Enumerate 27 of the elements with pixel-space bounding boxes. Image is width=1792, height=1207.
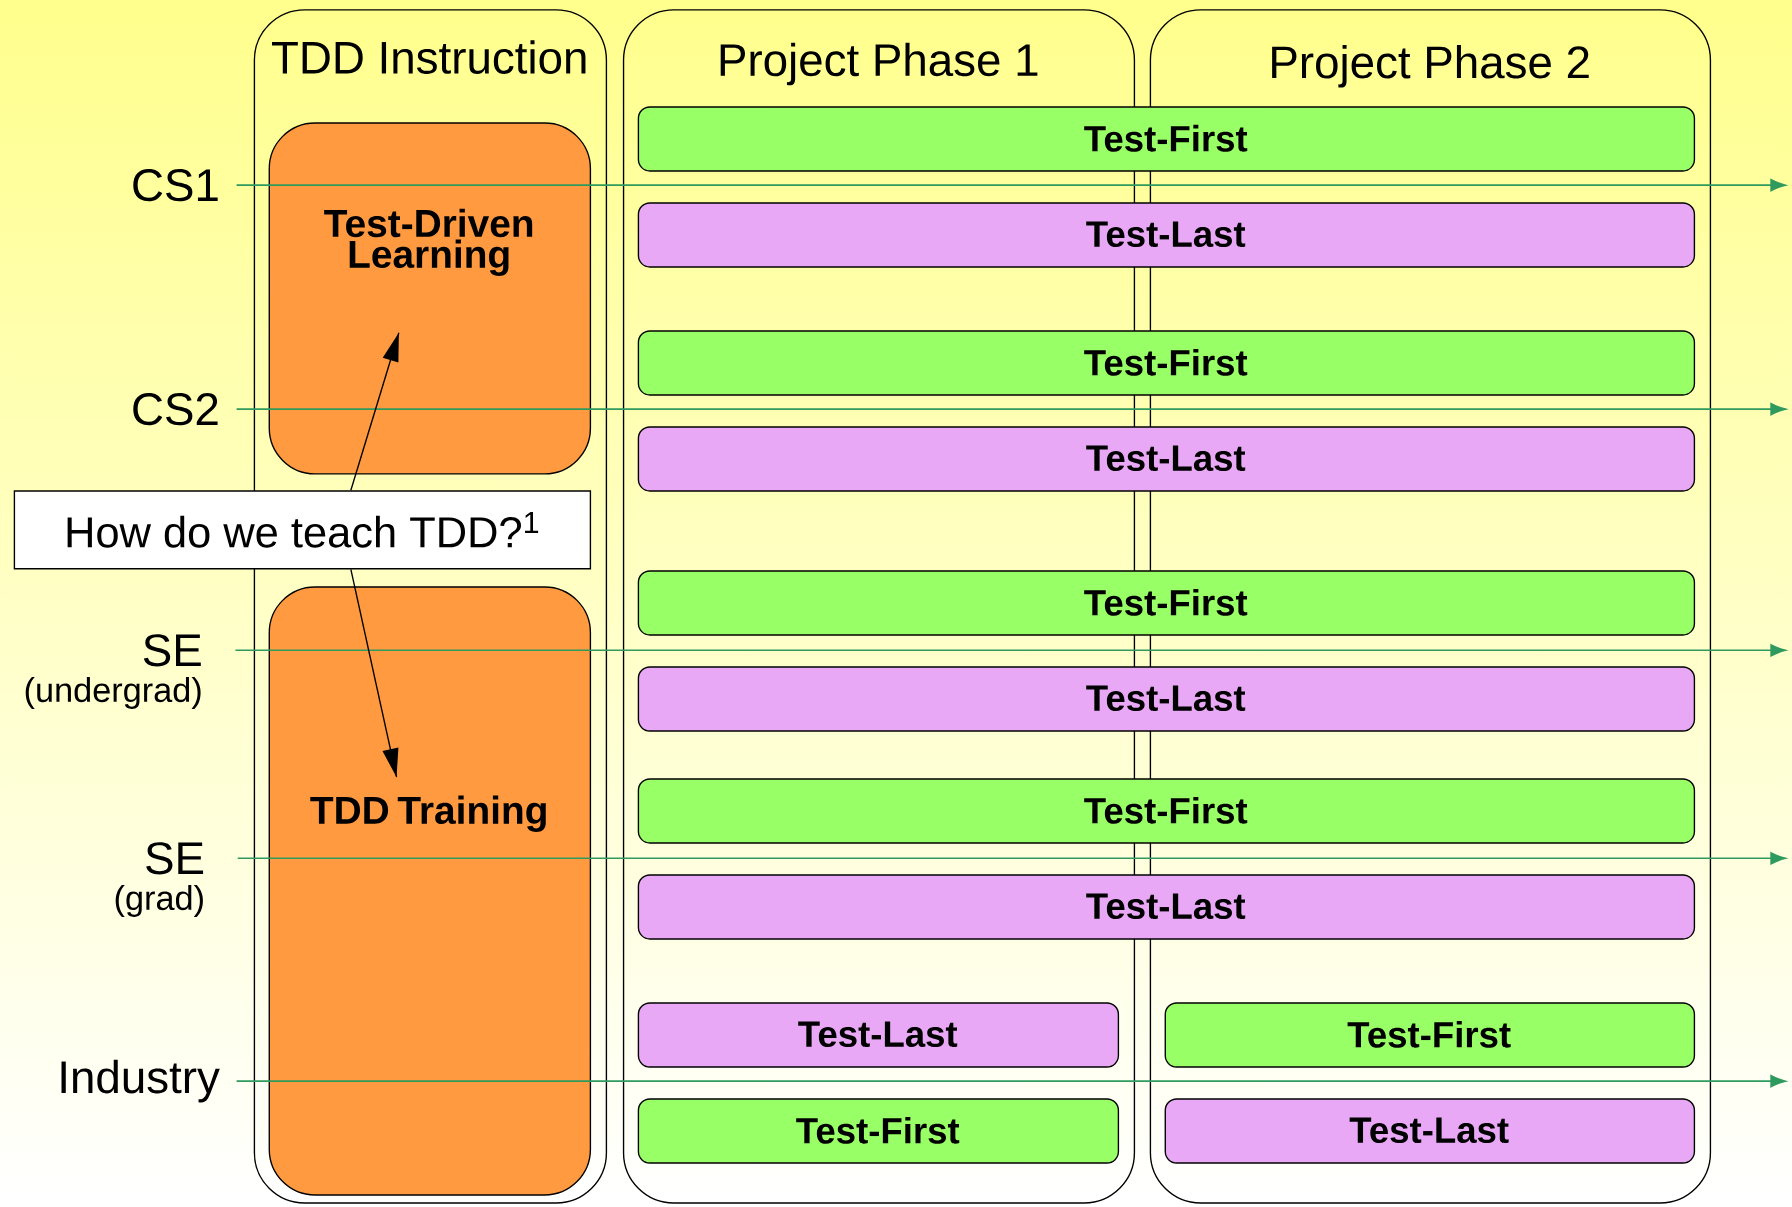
practice-bar: Test-First bbox=[637, 1098, 1120, 1164]
arrow bbox=[350, 332, 400, 492]
practice-bar: Test-Last bbox=[637, 1002, 1120, 1068]
practice-bar: Test-First bbox=[637, 330, 1696, 396]
row-label: CS1 bbox=[133, 169, 218, 202]
row-arrow bbox=[235, 402, 1787, 416]
row-label: CS2 bbox=[133, 393, 218, 426]
practice-bar: Test-Last bbox=[637, 202, 1696, 268]
row-arrow bbox=[234, 644, 1787, 657]
row-label: Industry bbox=[61, 1059, 220, 1103]
row-arrow bbox=[235, 1074, 1787, 1088]
row-label: SE (grad) bbox=[115, 842, 204, 917]
practice-bar: Test-Last bbox=[637, 426, 1696, 492]
row-arrow bbox=[236, 852, 1787, 865]
practice-bar: Test-Last bbox=[1164, 1098, 1696, 1164]
method-box: Test-Driven Learning bbox=[268, 122, 592, 475]
practice-bar: Test-First bbox=[637, 570, 1696, 636]
arrow bbox=[350, 568, 399, 778]
practice-bar: Test-First bbox=[637, 106, 1696, 172]
row-label: SE (undergrad) bbox=[25, 634, 201, 709]
method-box: TDD Training bbox=[268, 586, 592, 1196]
practice-bar: Test-Last bbox=[637, 666, 1696, 732]
question-callout: How do we teach TDD?$^{1}$ bbox=[13, 490, 592, 570]
practice-bar: Test-Last bbox=[637, 874, 1696, 940]
practice-bar: Test-First bbox=[637, 778, 1696, 844]
row-arrow bbox=[235, 178, 1787, 192]
practice-bar: Test-First bbox=[1164, 1002, 1696, 1068]
